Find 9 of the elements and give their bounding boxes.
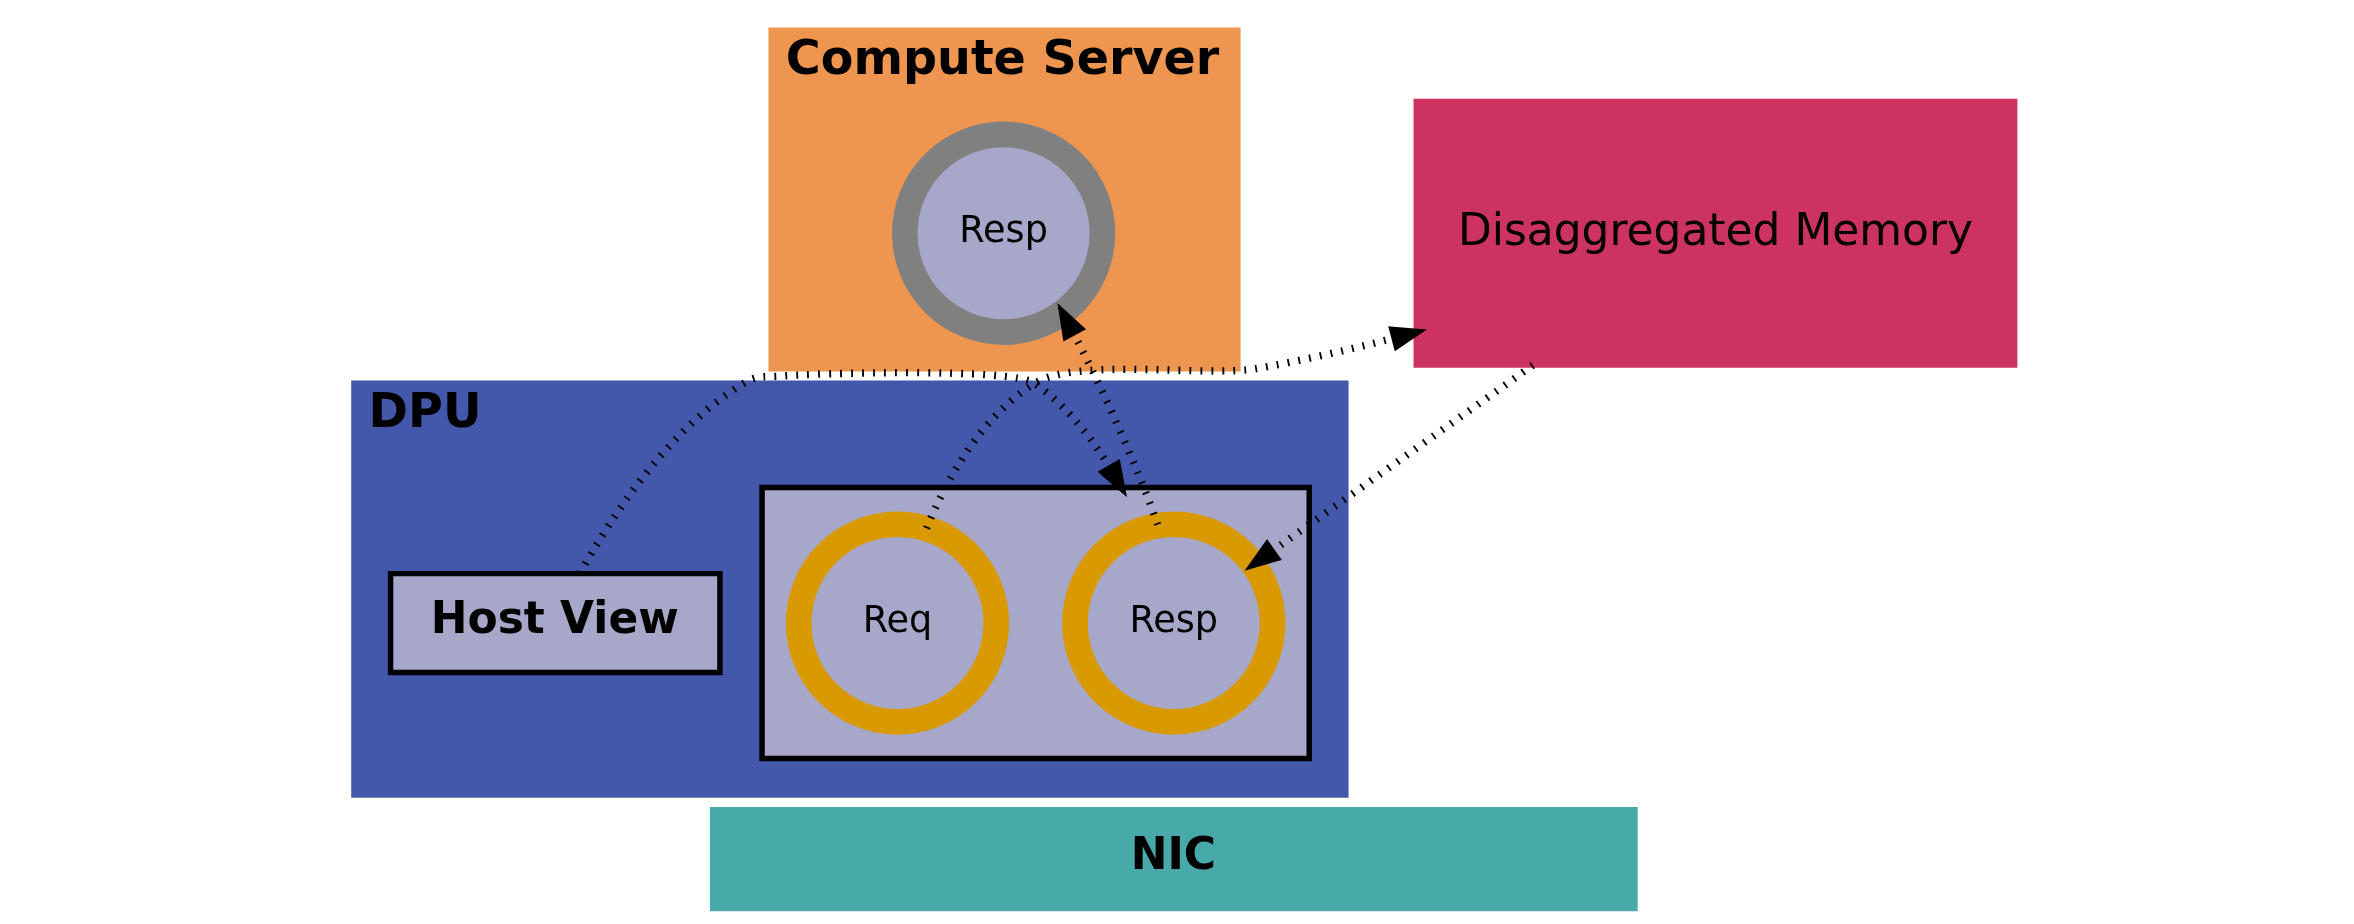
- node-box: NIC: [709, 806, 1638, 912]
- node-circle: Req: [785, 511, 1010, 735]
- cluster: [759, 484, 1312, 762]
- arrow: [1244, 362, 1535, 571]
- node-box: Host View: [387, 570, 723, 676]
- node-box: Disaggregated Memory: [1413, 98, 2018, 368]
- arrow: [923, 326, 1427, 530]
- node-circle: Resp: [1062, 511, 1286, 735]
- arrow: [1057, 303, 1162, 527]
